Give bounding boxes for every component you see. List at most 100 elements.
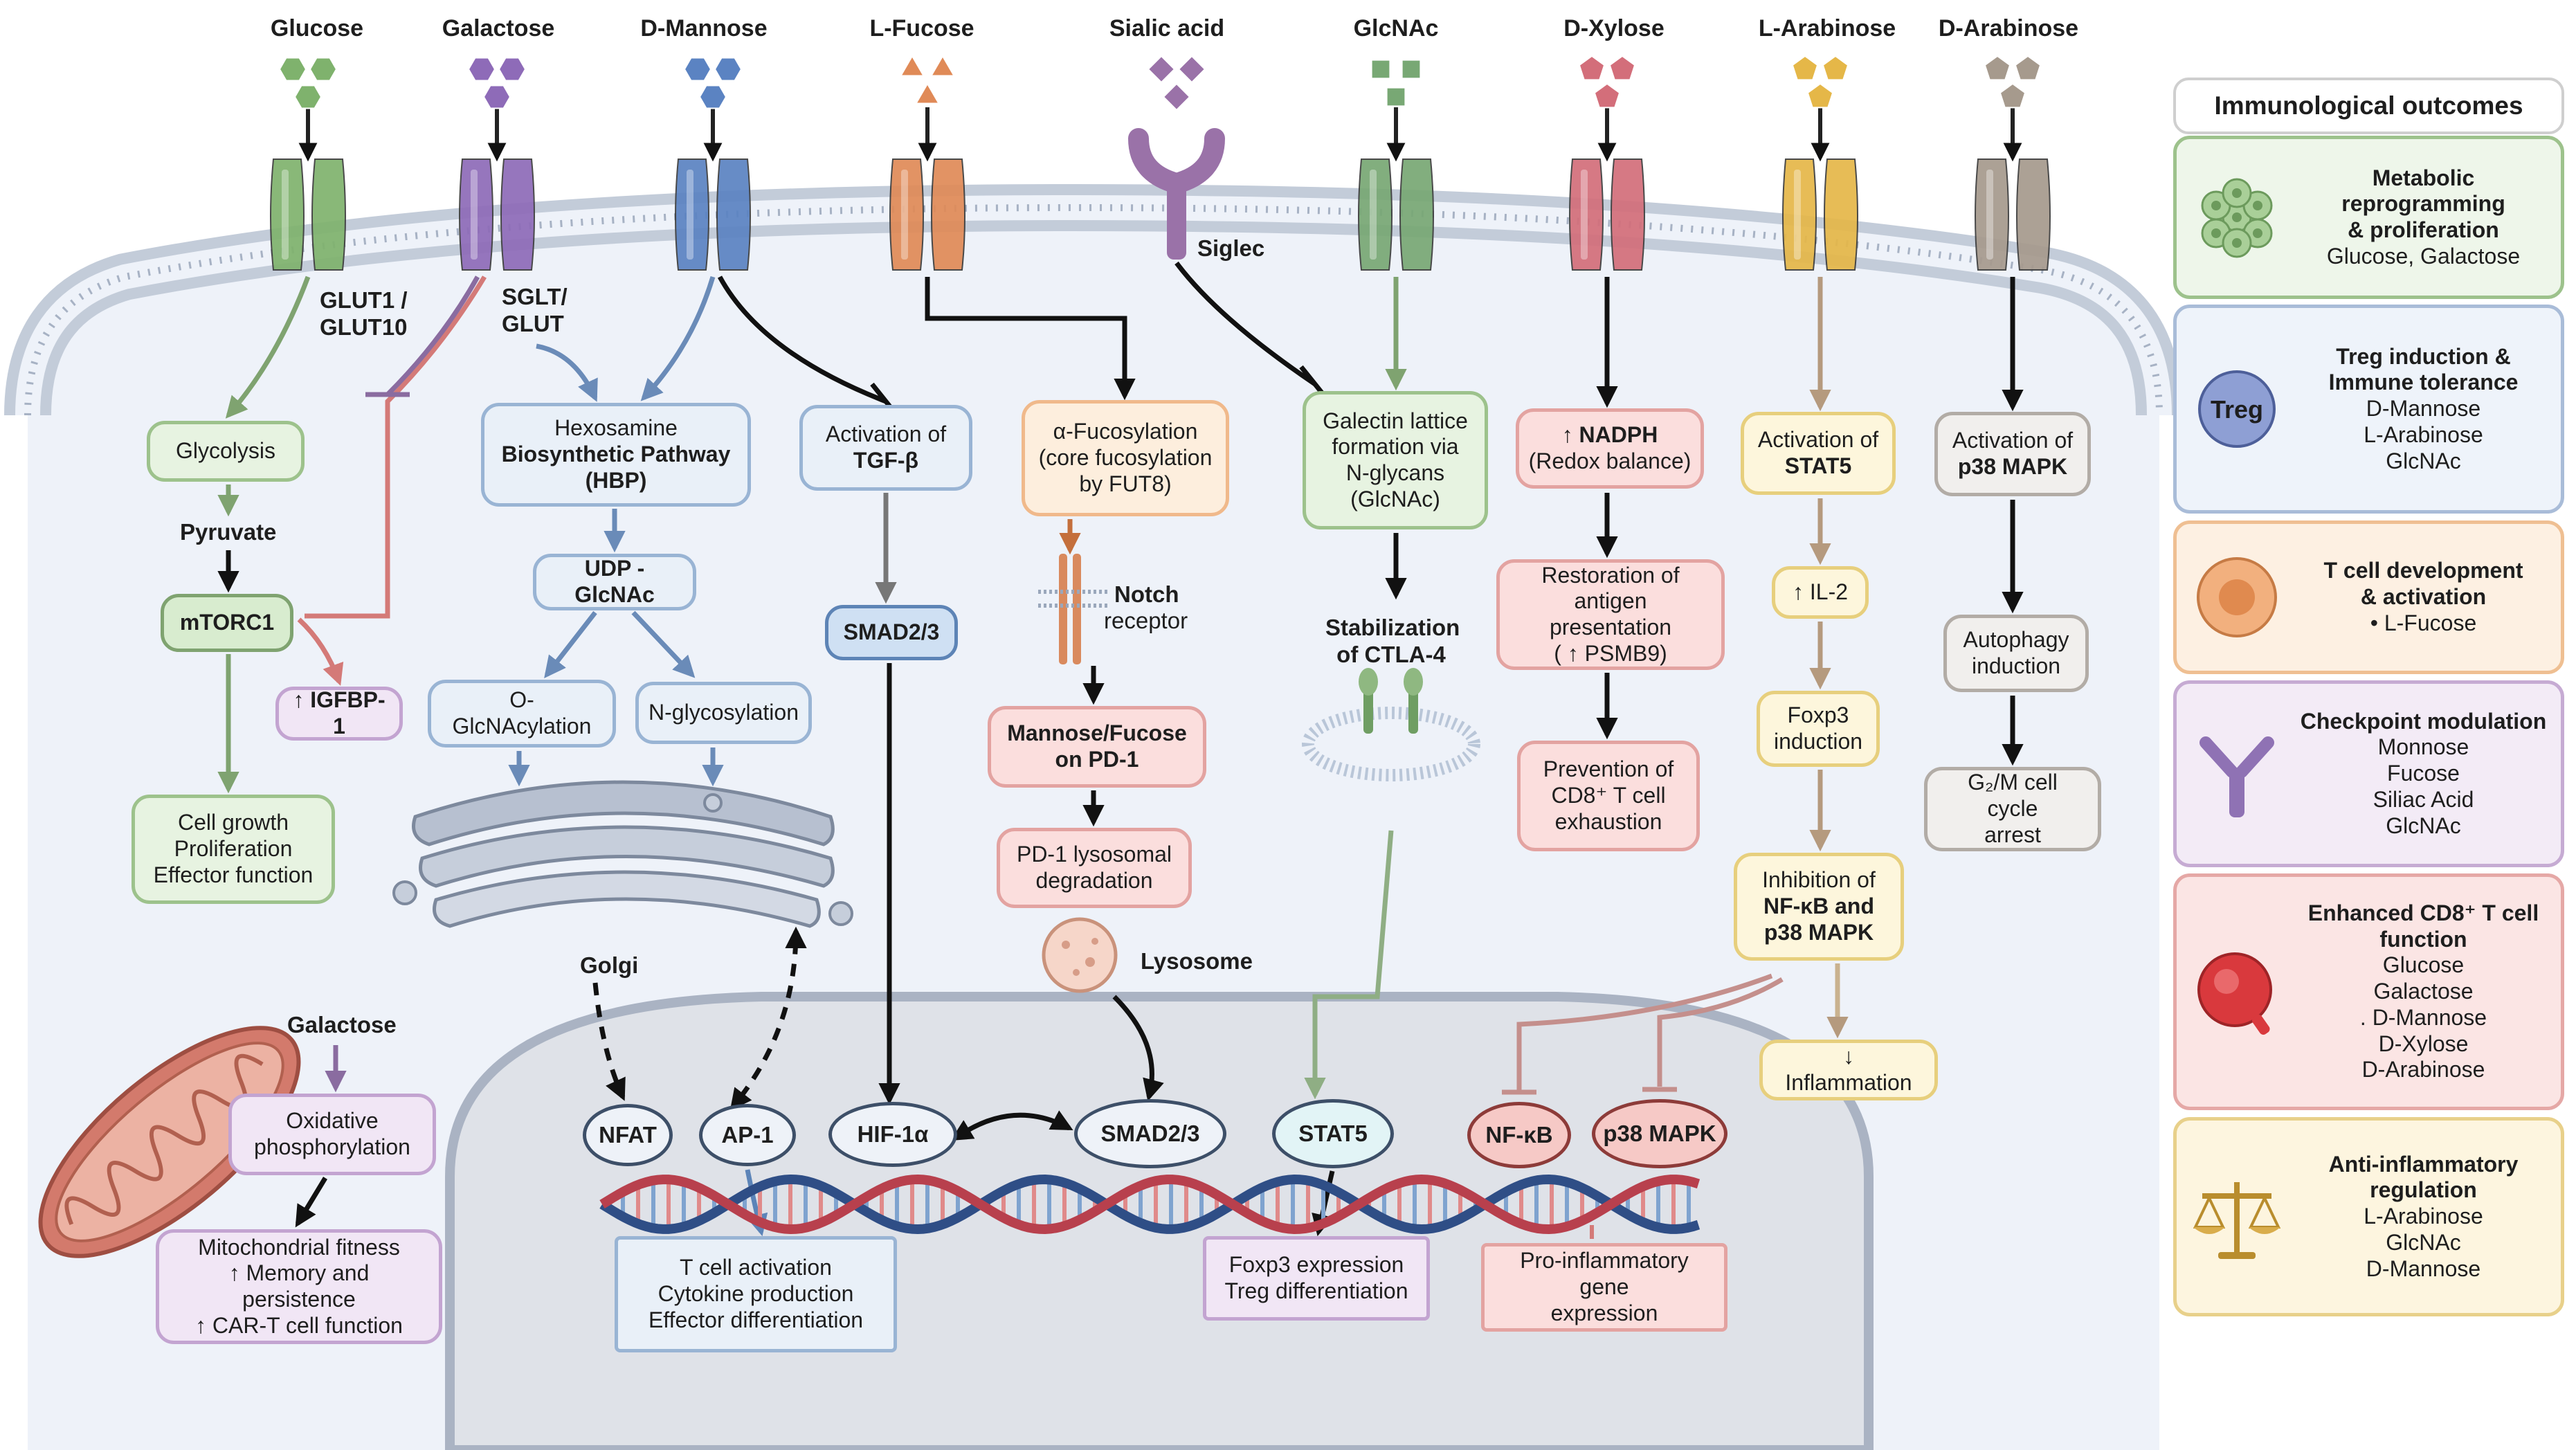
inhibition-line-1: Inhibition of: [1762, 867, 1876, 893]
sugar-label-d-mannose: D-Mannose: [640, 15, 768, 42]
pathway-arrow: [295, 1177, 327, 1228]
pd1-line-1: Mannose/Fucose: [1007, 721, 1187, 746]
foxp3-expression-box: Foxp3 expression Treg differentiation: [1203, 1236, 1430, 1321]
sugar-molecule-5: [1401, 59, 1422, 80]
outcome-card-line: . D-Mannose: [2359, 1004, 2487, 1030]
outcome-card-line: L-Arabinose: [2364, 422, 2483, 447]
outcome-card-line: D-Arabinose: [2361, 1057, 2485, 1082]
foxp3-ind-line-1: Foxp3: [1787, 703, 1849, 728]
stat5-act-line-2: STAT5: [1784, 453, 1852, 478]
hbp-line-1: Hexosamine: [554, 415, 678, 441]
sugar-molecule-7: [1822, 55, 1849, 81]
outcome-card-title: & activation: [2360, 584, 2487, 610]
nadph-line-2: (Redox balance): [1528, 448, 1691, 473]
transporter-channel-3: [889, 107, 965, 271]
notch-receptor-label: receptor: [1104, 608, 1188, 633]
n-glycosylation-box: N-glycosylation: [635, 682, 812, 744]
pathway-arrow: [640, 275, 716, 401]
foxp3-exp-line-2: Treg differentiation: [1224, 1278, 1408, 1303]
cell-growth-line-3: Effector function: [153, 862, 314, 887]
tcell-activation-box: T cell activation Cytokine production Ef…: [615, 1236, 897, 1352]
sugar-molecule-2: [714, 57, 743, 82]
outcome-card-title: Immune tolerance: [2328, 370, 2519, 395]
galectin-line-3: N-glycans: [1345, 460, 1445, 485]
sugar-label-glcnac: GlcNAc: [1353, 15, 1439, 42]
outcome-card-line: D-Mannose: [2366, 1256, 2481, 1281]
inhibition-line: [1657, 977, 1784, 1087]
hbp-box: Hexosamine Biosynthetic Pathway (HBP): [481, 403, 751, 507]
proinflammatory-box: Pro-inflammatory gene expression: [1481, 1243, 1727, 1332]
sugar-molecule-6: [1593, 82, 1621, 109]
golgi-label: Golgi: [580, 952, 639, 978]
pd1-line-2: on PD-1: [1055, 747, 1139, 772]
receptor-icon: [2199, 736, 2274, 817]
outcome-card-line: Fucose: [2387, 761, 2460, 786]
cell-cycle-arrest-box: G₂/M cell cycle arrest: [1924, 767, 2101, 851]
pathway-arrow: [544, 610, 597, 678]
pd1-degradation-box: PD-1 lysosomal degradation: [997, 828, 1192, 908]
pathway-arrow: [1304, 830, 1394, 1100]
pd1-deg-line-1: PD-1 lysosomal: [1016, 842, 1172, 867]
outcome-card-title: Treg induction &: [2336, 343, 2511, 369]
pathway-arrow-group: [217, 261, 2024, 1239]
outcome-card-title: function: [2379, 926, 2467, 952]
outcome-card-title: Enhanced CD8⁺ T cell: [2307, 900, 2539, 925]
pathway-arrow: [1112, 995, 1164, 1102]
lysosome-label: Lysosome: [1141, 948, 1253, 974]
outcome-card-line: Siliac Acid: [2373, 786, 2474, 812]
outcome-card-title: Anti-inflammatory: [2328, 1151, 2519, 1177]
mannose-fucose-pd1-box: Mannose/Fucose on PD-1: [988, 706, 1206, 788]
outcome-card-text: T cell development& activation• L-Fucose: [2294, 524, 2552, 671]
autophagy-box: Autophagy induction: [1943, 615, 2089, 692]
tgf-beta-box: Activation of TGF-β: [799, 405, 972, 491]
sugar-molecule-3: [899, 55, 925, 77]
outcome-card-title: Checkpoint modulation: [2300, 708, 2547, 734]
antigen-line-2: antigen: [1574, 588, 1647, 614]
sugar-molecule-8: [1999, 82, 2026, 109]
inflammation-box: ↓ Inflammation: [1759, 1040, 1938, 1100]
tf-ap1: AP-1: [699, 1104, 796, 1166]
sugar-molecule-1: [482, 84, 511, 109]
galectin-lattice-box: Galectin lattice formation via N-glycans…: [1303, 391, 1488, 529]
sugar-molecule-0: [278, 57, 307, 82]
outcome-card-title: regulation: [2370, 1177, 2477, 1203]
outcome-card-line: D-Mannose: [2366, 396, 2481, 422]
mtorc1-box: mTORC1: [161, 594, 293, 652]
sugar-label-glucose: Glucose: [270, 15, 364, 42]
tcell-line-3: Effector differentiation: [648, 1307, 864, 1332]
outcome-card-line: GlcNAc: [2386, 448, 2461, 473]
fitness-line-1: Mitochondrial fitness: [198, 1234, 400, 1260]
o-glcnacylation-box: O- GlcNAcylation: [428, 680, 616, 747]
autophagy-line-2: induction: [1971, 653, 2061, 678]
p38-act-line-1: Activation of: [1952, 428, 2074, 453]
il2-box: ↑ IL-2: [1772, 566, 1869, 619]
mito-galactose-label: Galactose: [287, 1012, 397, 1037]
notch-receptor-icon: [1038, 554, 1107, 664]
nadph-line-1: ↑ NADPH: [1561, 422, 1658, 448]
pd1-deg-line-2: degradation: [1035, 868, 1153, 893]
arrest-line-1: G₂/M cell: [1968, 770, 2058, 795]
pathway-arrow: [631, 610, 696, 678]
autophagy-line-1: Autophagy: [1963, 627, 2069, 653]
foxp3-exp-line-1: Foxp3 expression: [1228, 1252, 1404, 1278]
ctla4-label: Stabilization of CTLA-4: [1325, 615, 1460, 669]
sugar-molecule-4: [1177, 55, 1206, 84]
sugar-molecule-7: [1806, 82, 1834, 109]
sugar-molecule-8: [2014, 55, 2042, 81]
outcome-card-title: T cell development: [2323, 558, 2523, 583]
sugar-molecule-7: [1791, 55, 1819, 81]
p38-act-line-2: p38 MAPK: [1957, 454, 2068, 479]
sugar-molecule-4: [1162, 82, 1191, 111]
tgf-line-2: TGF-β: [853, 448, 919, 473]
stat5-act-line-1: Activation of: [1757, 427, 1879, 453]
outcome-card-2: T cell development& activation• L-Fucose: [2173, 520, 2564, 674]
fitness-line-4: ↑ CAR-T cell function: [195, 1312, 403, 1338]
outcome-card-line: Glucose, Galactose: [2326, 243, 2521, 269]
transporter-label-glut: GLUT1 / GLUT10: [320, 287, 408, 340]
treg-icon: Treg: [2198, 370, 2276, 448]
